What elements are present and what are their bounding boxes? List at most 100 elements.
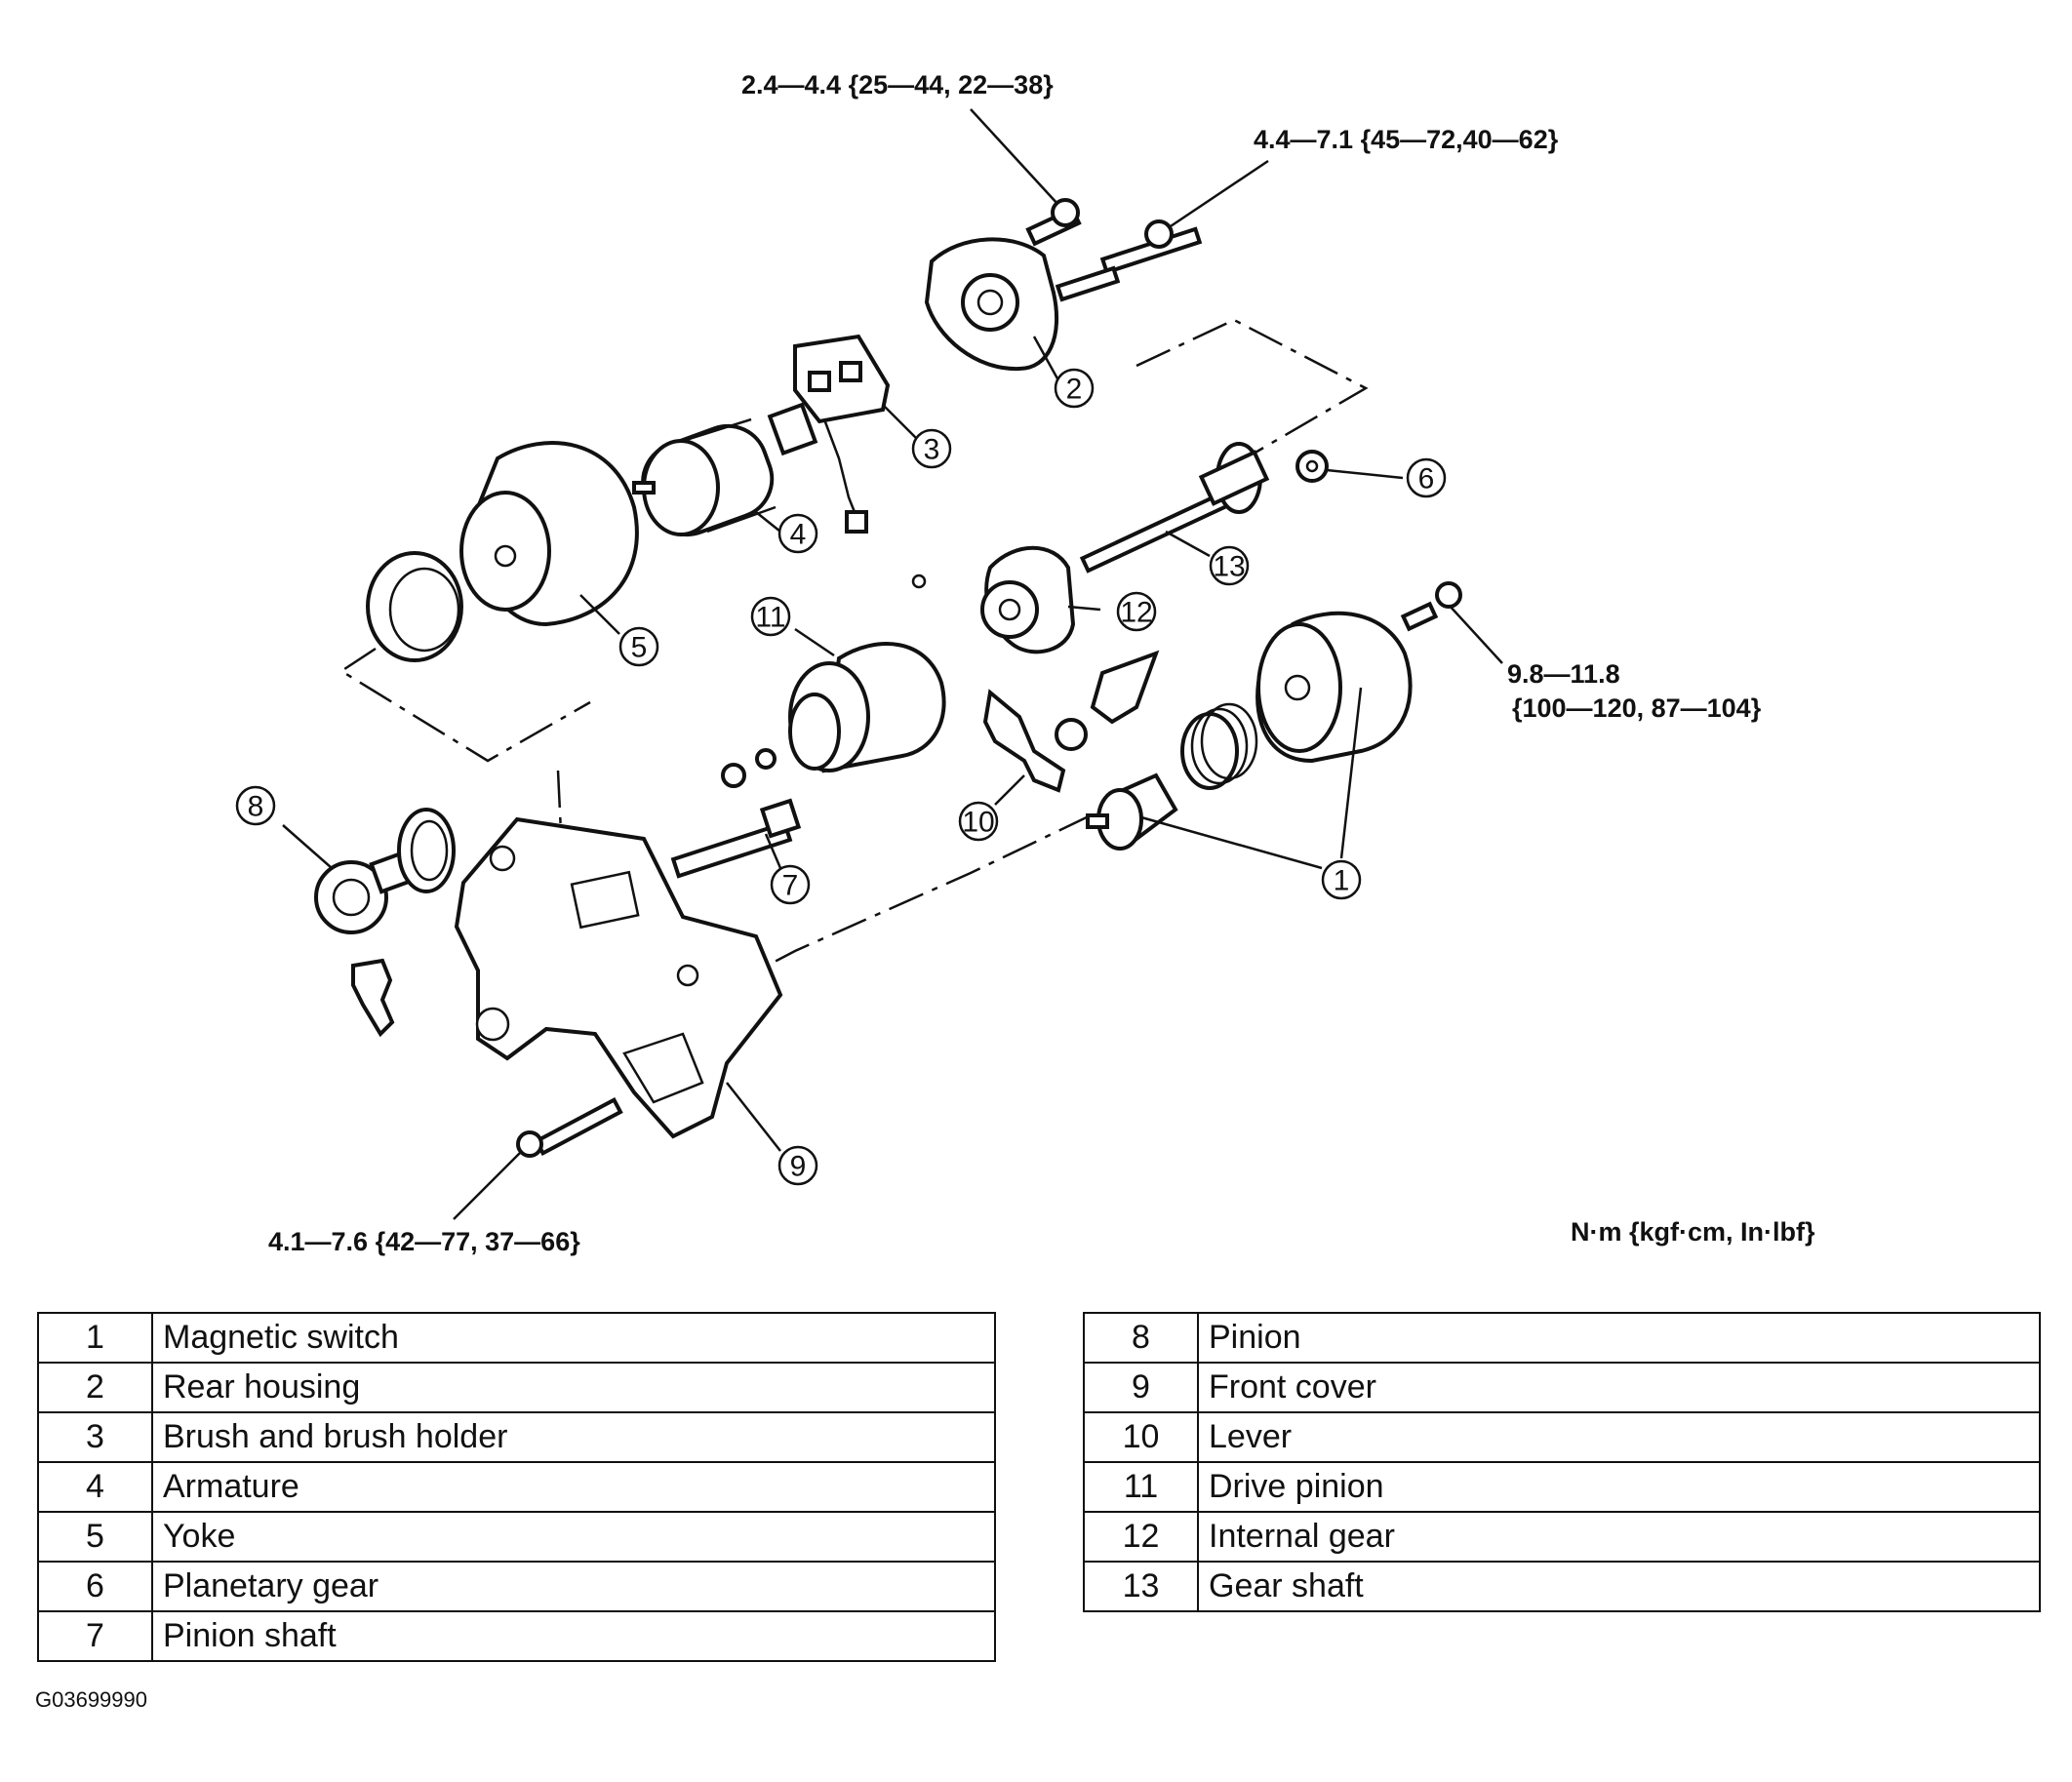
- svg-text:11: 11: [755, 602, 785, 634]
- armature: [632, 402, 818, 537]
- part-name: Pinion: [1197, 1312, 2041, 1364]
- torque-label-nut-line2: {100—120, 87—104}: [1512, 693, 1762, 723]
- front-seal-ring: [397, 808, 456, 893]
- yoke: [459, 441, 639, 627]
- leader-11: [794, 627, 835, 657]
- leader-9: [726, 1082, 781, 1152]
- leader-3: [882, 404, 918, 440]
- planetary-gear: [1295, 450, 1329, 483]
- exploded-view-diagram: 2.4—4.4 {25—44, 22—38} 4.4—7.1 {45—72,40…: [235, 70, 1815, 1256]
- torque-label-top-bolt: 2.4—4.4 {25—44, 22—38}: [741, 70, 1054, 99]
- leader-5: [579, 594, 620, 635]
- callout-10: 10: [958, 801, 999, 842]
- retaining-clip: [755, 748, 777, 770]
- part-name: Armature: [151, 1461, 996, 1513]
- pinion-shift-fork: [351, 958, 395, 1038]
- part-number: 2: [37, 1362, 153, 1413]
- washer: [721, 763, 746, 788]
- svg-text:3: 3: [924, 434, 940, 466]
- torque-label-through-bolt: 4.4—7.1 {45—72,40—62}: [1254, 125, 1559, 154]
- leader-6: [1326, 468, 1404, 480]
- lever: [982, 689, 1066, 793]
- dust-cover: [1055, 718, 1088, 751]
- leader-2: [1032, 336, 1060, 381]
- drive-pinion: [788, 642, 946, 773]
- assembly-line-gear-shaft: [1136, 318, 1369, 455]
- part-number: 3: [37, 1411, 153, 1463]
- part-number: 5: [37, 1511, 153, 1563]
- svg-text:13: 13: [1213, 551, 1245, 583]
- part-name: Front cover: [1197, 1362, 2041, 1413]
- svg-text:5: 5: [631, 632, 648, 664]
- magnetic-switch: [1255, 581, 1462, 764]
- leader-top-bolt: [970, 108, 1059, 206]
- return-spring: [1180, 702, 1258, 790]
- leader-8: [282, 824, 333, 869]
- part-number: 7: [37, 1610, 153, 1662]
- rear-housing-bolt: [1025, 198, 1082, 247]
- brush-holder: [793, 334, 891, 534]
- through-bolt: [1055, 219, 1203, 302]
- torque-label-bottom-bolt: 4.1—7.6 {42—77, 37—66}: [268, 1227, 580, 1256]
- svg-text:9: 9: [790, 1151, 807, 1183]
- part-name: Lever: [1197, 1411, 2041, 1463]
- torque-label-nut-line1: 9.8—11.8: [1507, 659, 1620, 689]
- torque-units-label: N·m {kgf·cm, In·lbf}: [1571, 1217, 1815, 1247]
- part-name: Rear housing: [151, 1362, 996, 1413]
- part-number: 4: [37, 1461, 153, 1513]
- svg-text:12: 12: [1120, 597, 1152, 629]
- rear-housing: [924, 237, 1059, 372]
- leader-bottom-bolt: [453, 1140, 533, 1220]
- svg-text:8: 8: [248, 791, 264, 823]
- steel-ball: [911, 574, 927, 589]
- part-name: Internal gear: [1197, 1511, 2041, 1563]
- callout-7: 7: [770, 864, 811, 905]
- part-name: Magnetic switch: [151, 1312, 996, 1364]
- callout-11: 11: [750, 596, 791, 637]
- leader-7: [764, 833, 782, 869]
- leader-1b: [1140, 815, 1323, 870]
- part-name: Planetary gear: [151, 1561, 996, 1612]
- callout-3: 3: [911, 428, 952, 469]
- figure-code: G03699990: [35, 1687, 147, 1712]
- part-name: Yoke: [151, 1511, 996, 1563]
- part-number: 12: [1083, 1511, 1199, 1563]
- svg-text:6: 6: [1418, 463, 1435, 495]
- svg-text:4: 4: [790, 519, 807, 551]
- lever-holder: [1090, 650, 1160, 725]
- callout-4: 4: [777, 513, 818, 554]
- leader-nut: [1448, 604, 1503, 664]
- leader-through-bolt: [1155, 159, 1269, 238]
- leader-13: [1165, 530, 1211, 558]
- front-cover: [454, 816, 783, 1139]
- part-name: Brush and brush holder: [151, 1411, 996, 1463]
- svg-text:10: 10: [962, 807, 994, 839]
- part-number: 1: [37, 1312, 153, 1364]
- part-number: 9: [1083, 1362, 1199, 1413]
- part-name: Drive pinion: [1197, 1461, 2041, 1513]
- part-name: Pinion shaft: [151, 1610, 996, 1662]
- plunger: [1086, 772, 1178, 851]
- part-number: 11: [1083, 1461, 1199, 1513]
- leader-1a: [1339, 687, 1363, 859]
- part-number: 13: [1083, 1561, 1199, 1612]
- callout-2: 2: [1054, 368, 1095, 409]
- part-number: 6: [37, 1561, 153, 1612]
- svg-text:2: 2: [1066, 374, 1083, 406]
- svg-text:1: 1: [1334, 865, 1350, 897]
- callout-13: 13: [1209, 545, 1250, 586]
- front-cover-bolt: [516, 1096, 623, 1158]
- part-name: Gear shaft: [1197, 1561, 2041, 1612]
- leader-10: [994, 774, 1025, 806]
